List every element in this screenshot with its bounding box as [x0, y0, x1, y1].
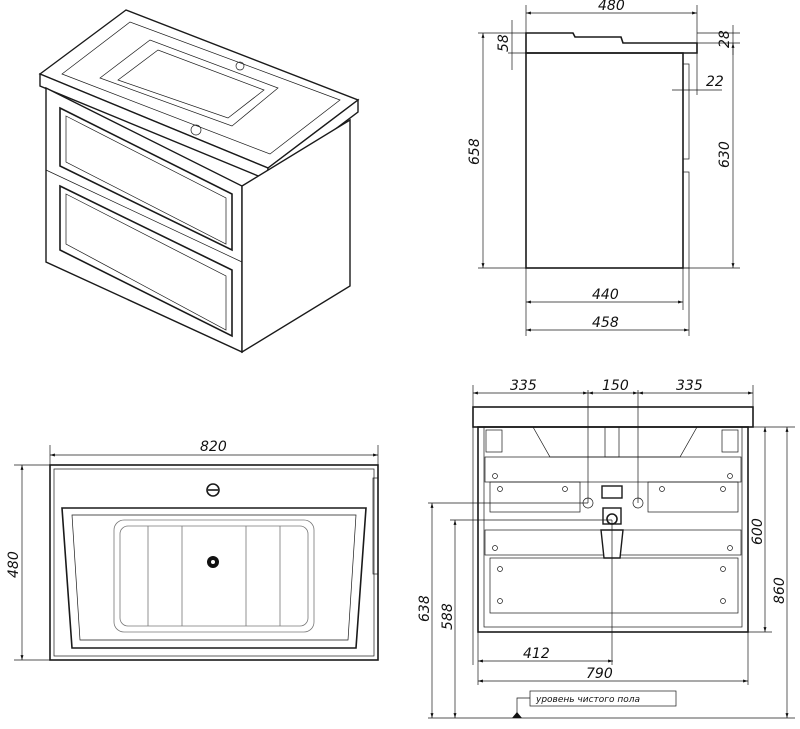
- dim-480: 480: [6, 551, 22, 578]
- dim-480-top: 480: [598, 0, 625, 14]
- dim-28: 28: [717, 30, 733, 48]
- dim-335-right: 335: [676, 378, 703, 394]
- dim-600: 600: [750, 518, 766, 545]
- isometric-view: [38, 9, 360, 354]
- floor-level-label: уровень чистого пола: [535, 695, 640, 705]
- faucet-hole-icon: [206, 483, 220, 497]
- dim-860: 860: [772, 577, 788, 604]
- dim-630: 630: [717, 141, 733, 168]
- dim-588: 588: [440, 603, 456, 630]
- side-view: 480 58 28 22 658 630 440 458: [467, 0, 740, 336]
- dim-150: 150: [602, 378, 629, 394]
- dim-412: 412: [523, 646, 550, 662]
- dim-820: 820: [200, 439, 227, 455]
- dim-58: 58: [496, 34, 512, 52]
- dim-790: 790: [586, 666, 613, 682]
- top-view: 820 480: [6, 439, 379, 661]
- dim-22: 22: [706, 74, 724, 90]
- dim-638: 638: [417, 595, 433, 622]
- dim-658: 658: [467, 138, 483, 165]
- front-view: уровень чистого пола 335 150 335 600 860…: [417, 378, 795, 719]
- dim-440: 440: [592, 287, 619, 303]
- dim-335-left: 335: [510, 378, 537, 394]
- dim-458: 458: [592, 315, 619, 331]
